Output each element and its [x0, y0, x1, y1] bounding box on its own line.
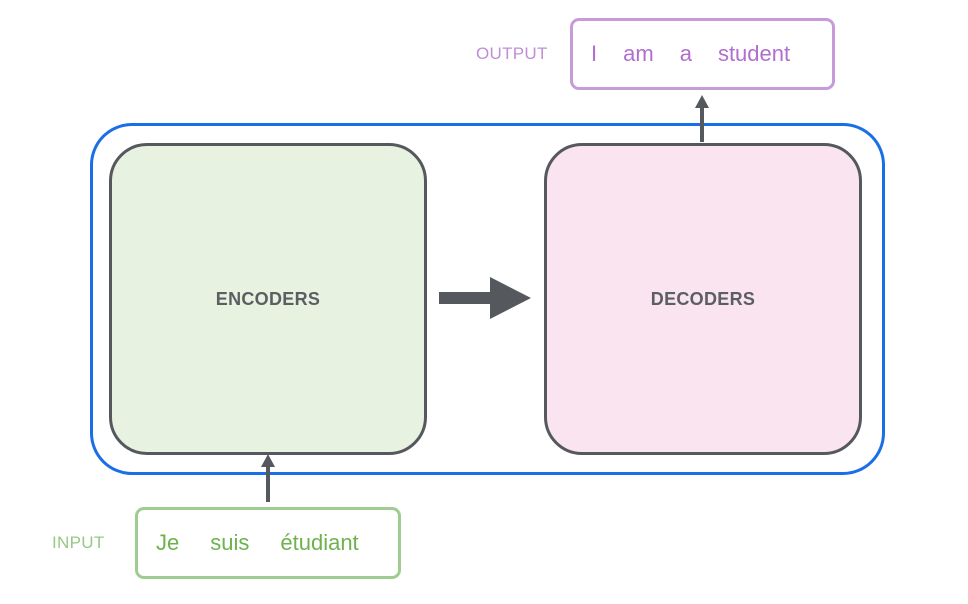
output-token: student: [717, 41, 791, 66]
input-token: suis: [210, 530, 250, 555]
input-token: étudiant: [280, 530, 359, 555]
output-token: a: [679, 41, 692, 66]
encoders-block: ENCODERS: [109, 143, 427, 455]
output-label: OUTPUT: [476, 44, 548, 63]
output-sequence-box: I am a student: [570, 18, 835, 90]
encoders-label: ENCODERS: [215, 288, 321, 309]
input-sequence-box: Je suis étudiant: [135, 507, 401, 579]
input-token: Je: [156, 530, 180, 555]
output-token: am: [623, 41, 654, 66]
output-token: I: [591, 41, 598, 66]
decoders-block: DECODERS: [544, 143, 862, 455]
decoders-label: DECODERS: [650, 288, 756, 309]
transformer-container: [90, 123, 885, 475]
input-label: INPUT: [52, 533, 105, 552]
